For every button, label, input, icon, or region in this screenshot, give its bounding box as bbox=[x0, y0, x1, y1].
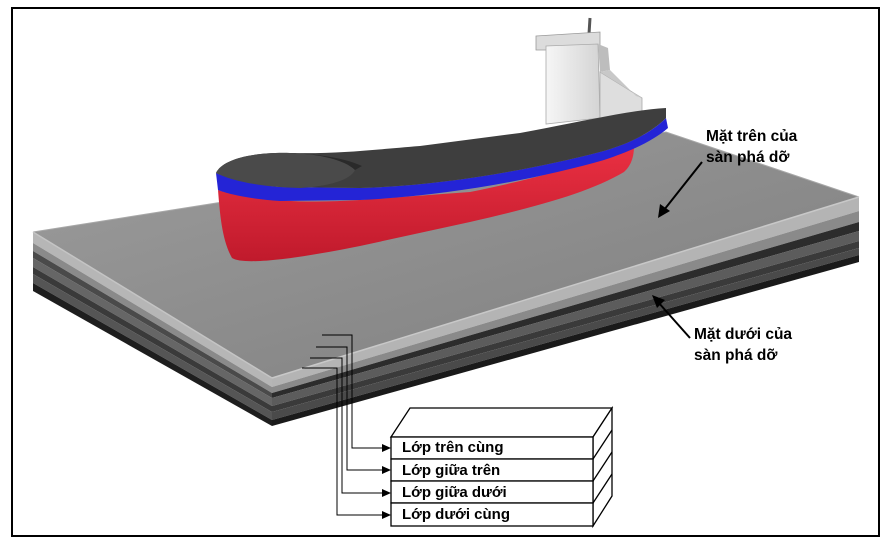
layer-label-lower-middle: Lớp giữa dưới bbox=[402, 484, 507, 501]
top-surface-label-line1: Mặt trên của bbox=[706, 128, 798, 145]
ship bbox=[216, 17, 668, 262]
bottom-surface-label: Mặt dưới của sàn phá dỡ bbox=[694, 324, 792, 366]
platform-right-side bbox=[272, 197, 859, 426]
arrow-top-surface bbox=[658, 161, 703, 218]
platform-top-surface bbox=[33, 132, 859, 378]
layer-stack-box bbox=[389, 405, 614, 529]
top-surface-label: Mặt trên của sàn phá dỡ bbox=[706, 126, 797, 168]
layer-label-bottom: Lớp dưới cùng bbox=[402, 506, 511, 523]
top-surface-label-line2: sàn phá dỡ bbox=[706, 149, 790, 166]
figure-border bbox=[11, 7, 880, 537]
arrow-bottom-surface bbox=[652, 295, 691, 339]
leader-arrowheads bbox=[382, 444, 391, 519]
layer-leader-lines bbox=[302, 334, 384, 516]
layer-label-upper-middle: Lớp giữa trên bbox=[402, 462, 501, 479]
bottom-surface-label-line2: sàn phá dỡ bbox=[694, 347, 778, 364]
platform-front-side bbox=[33, 232, 272, 426]
layer-label-top: Lớp trên cùng bbox=[402, 439, 504, 456]
bottom-surface-label-line1: Mặt dưới của bbox=[694, 326, 793, 343]
